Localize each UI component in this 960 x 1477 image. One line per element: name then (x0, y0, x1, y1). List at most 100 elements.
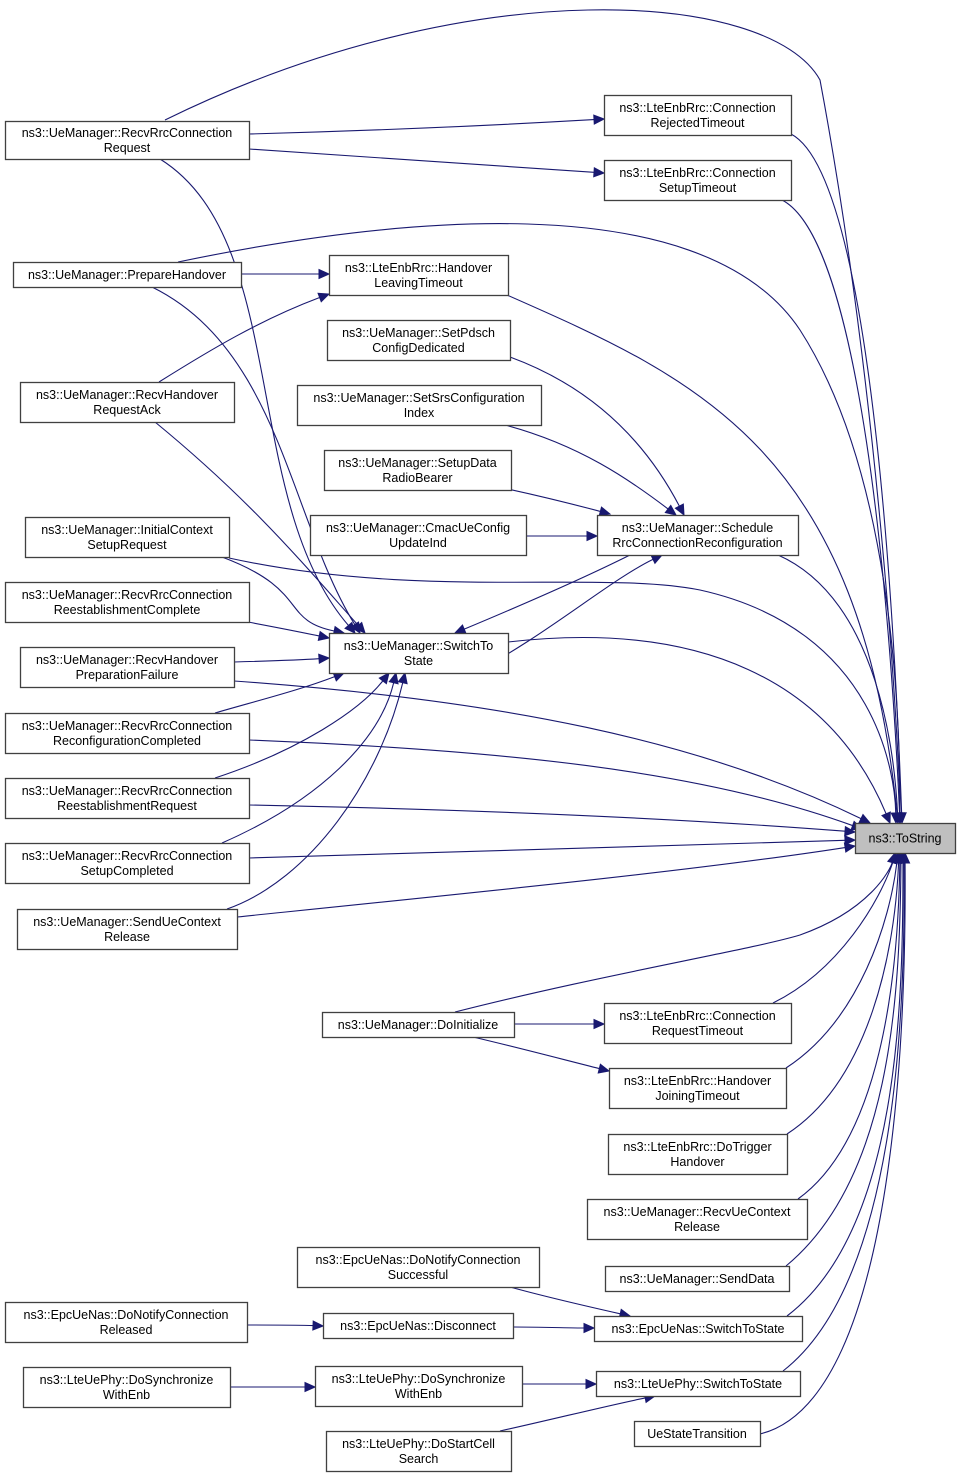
node-label: ns3::UeManager::SendData (620, 1272, 775, 1286)
node-box (596, 514, 800, 557)
node-recvReconfCompleted[interactable]: ns3::UeManager::RecvRrcConnectionReconfi… (4, 712, 251, 755)
node-label: WithEnb (103, 1388, 150, 1402)
arrowhead-icon (598, 506, 612, 517)
node-label: WithEnb (395, 1387, 442, 1401)
edge-setSrs-to-schedRrcReconf (504, 424, 669, 510)
node-ueStateTransition[interactable]: UeStateTransition (633, 1420, 762, 1448)
node-box (4, 120, 251, 161)
edge-doInitialize-to-tostring (454, 862, 893, 1013)
edge-recvUeCtxRelease-to-tostring (797, 862, 901, 1200)
edge-ueStateTransition-to-tostring (759, 862, 906, 1435)
edge-setPdsch-to-schedRrcReconf (509, 356, 680, 507)
edge-initCtxSetup-to-switchToState (221, 556, 335, 632)
node-doNotifyConnSuccess[interactable]: ns3::EpcUeNas::DoNotifyConnectionSuccess… (296, 1246, 541, 1289)
arrowhead-icon (858, 813, 872, 824)
node-label: ns3::LteEnbRrc::Connection (619, 166, 775, 180)
edge-recvReestRequest-to-tostring (248, 804, 846, 832)
node-label: ns3::UeManager::RecvRrcConnection (22, 126, 233, 140)
node-initCtxSetup[interactable]: ns3::UeManager::InitialContextSetupReque… (24, 516, 231, 559)
node-sendData[interactable]: ns3::UeManager::SendData (604, 1265, 791, 1293)
edge-phySwitchToState-to-tostring (782, 862, 905, 1372)
node-box (296, 384, 543, 427)
arrowhead-icon (593, 167, 606, 178)
node-recvReestRequest[interactable]: ns3::UeManager::RecvRrcConnectionReestab… (4, 777, 251, 820)
edge-doNotifyConnReleased-to-nasDisconnect (246, 1324, 314, 1327)
edges-layer (151, 9, 911, 1435)
edge-recvSetupCompleted-to-switchToState (221, 682, 395, 844)
node-label: ns3::UeManager::RecvRrcConnection (22, 588, 233, 602)
arrowhead-icon (388, 671, 399, 685)
node-label: PreparationFailure (76, 668, 179, 682)
arrowhead-icon (664, 504, 677, 516)
arrowhead-icon (378, 672, 390, 685)
node-box (12, 261, 243, 289)
node-recvHoPrepFail[interactable]: ns3::UeManager::RecvHandoverPreparationF… (19, 646, 236, 689)
node-box (19, 646, 236, 689)
nodes-layer: ns3::ToStringns3::UeManager::RecvRrcConn… (4, 94, 957, 1473)
arrowhead-icon (899, 851, 911, 864)
node-box (603, 94, 793, 137)
node-schedRrcReconf[interactable]: ns3::UeManager::ScheduleRrcConnectionRec… (596, 514, 800, 557)
edge-recvRrcConnReq-to-switchToState (159, 158, 349, 626)
node-box (4, 777, 251, 820)
node-box (296, 1246, 541, 1289)
node-switchToState[interactable]: ns3::UeManager::SwitchToState (328, 632, 510, 675)
edge-recvReestRequest-to-switchToState (214, 680, 384, 779)
edge-recvReconfCompleted-to-switchToState (214, 676, 335, 714)
node-box (4, 581, 251, 624)
node-label: ns3::EpcUeNas::SwitchToState (612, 1322, 785, 1336)
node-recvSetupCompleted[interactable]: ns3::UeManager::RecvRrcConnectionSetupCo… (4, 842, 251, 885)
node-label: ReestablishmentComplete (54, 603, 201, 617)
node-box (22, 1366, 232, 1409)
node-box (607, 1133, 789, 1176)
node-phySwitchToState[interactable]: ns3::LteUePhy::SwitchToState (595, 1370, 802, 1398)
node-label: ns3::UeManager::RecvRrcConnection (22, 849, 233, 863)
edge-prepareHandover-to-tostring (177, 223, 901, 814)
arrowhead-icon (318, 653, 331, 664)
edge-connReqTimeout-to-tostring (772, 862, 894, 1004)
arrowhead-icon (593, 1018, 606, 1030)
node-box (854, 822, 957, 855)
node-label: ns3::UeManager::RecvHandover (36, 388, 218, 402)
node-doNotifyConnReleased[interactable]: ns3::EpcUeNas::DoNotifyConnectionRelease… (4, 1301, 249, 1344)
node-nasSwitchToState[interactable]: ns3::EpcUeNas::SwitchToState (593, 1315, 804, 1343)
edge-sendUeCtxRelease-to-tostring (236, 846, 846, 918)
node-label: ns3::UeManager::PrepareHandover (28, 268, 226, 282)
edge-doNotifyConnSuccess-to-nasSwitchToState (509, 1286, 621, 1315)
node-recvReestComplete[interactable]: ns3::UeManager::RecvRrcConnectionReestab… (4, 581, 251, 624)
edge-recvHoPrepFail-to-switchToState (233, 658, 320, 663)
node-label: ns3::EpcUeNas::DoNotifyConnection (316, 1253, 521, 1267)
node-nasDisconnect[interactable]: ns3::EpcUeNas::Disconnect (322, 1312, 515, 1340)
node-box (323, 449, 513, 492)
edge-prepareHandover-to-switchToState (151, 286, 356, 625)
node-label: ns3::UeManager::RecvRrcConnection (22, 719, 233, 733)
edge-doInitialize-to-hoJoiningTimeout (472, 1036, 600, 1070)
arrowhead-icon (650, 554, 664, 565)
node-box (604, 1265, 791, 1293)
node-box (608, 1067, 788, 1110)
node-prepareHandover[interactable]: ns3::UeManager::PrepareHandover (12, 261, 243, 289)
node-tostring[interactable]: ns3::ToString (854, 822, 957, 855)
node-doInitialize[interactable]: ns3::UeManager::DoInitialize (321, 1011, 516, 1039)
node-box (593, 1315, 804, 1343)
node-connRejTimeout[interactable]: ns3::LteEnbRrc::ConnectionRejectedTimeou… (603, 94, 793, 137)
node-label: UpdateInd (389, 536, 447, 550)
arrowhead-icon (844, 835, 857, 846)
edge-connSetupTimeout-to-tostring (781, 199, 901, 814)
